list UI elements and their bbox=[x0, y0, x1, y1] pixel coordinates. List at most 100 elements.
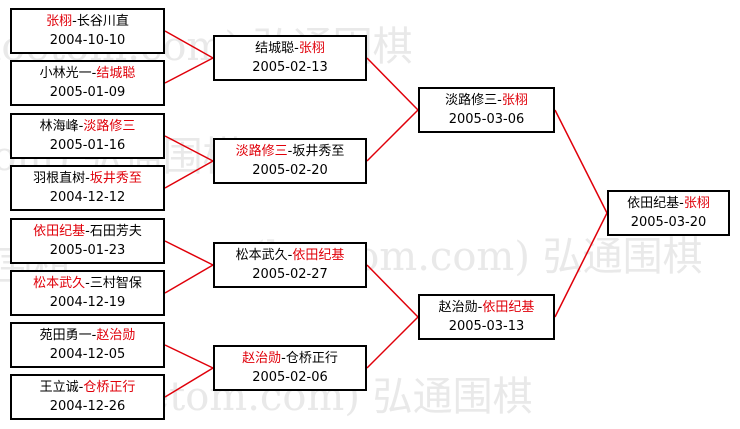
player-one: 赵治勋 bbox=[438, 300, 478, 315]
player-two: 张栩 bbox=[683, 196, 710, 211]
match-box-r1-8: 王立诚-仓桥正行 2004-12-26 bbox=[10, 374, 165, 420]
connector-line-r1-4 bbox=[164, 160, 214, 189]
player-separator: - bbox=[91, 328, 97, 343]
player-separator: - bbox=[91, 66, 97, 81]
match-players: 羽根直树-坂井秀至 bbox=[33, 169, 142, 188]
match-players: 张栩-长谷川直 bbox=[46, 12, 129, 31]
player-two: 赵治勋 bbox=[96, 328, 136, 343]
player-one: 林海峰 bbox=[39, 119, 79, 134]
player-separator: - bbox=[287, 248, 293, 263]
match-players: 松本武久-依田纪基 bbox=[236, 246, 345, 265]
player-separator: - bbox=[85, 224, 90, 239]
player-one: 小林光一 bbox=[39, 66, 92, 81]
match-players: 松本武久-三村智保 bbox=[33, 274, 142, 293]
connector-line-r1-2 bbox=[164, 57, 214, 84]
player-two: 仓桥正行 bbox=[83, 380, 136, 395]
match-players: 小林光一-结城聪 bbox=[40, 64, 136, 83]
player-separator: - bbox=[287, 144, 293, 159]
match-date: 2005-02-27 bbox=[252, 267, 328, 282]
connector-line-r1-7 bbox=[164, 344, 214, 369]
match-box-r2-1: 结城聪-张栩 2005-02-13 bbox=[213, 35, 367, 81]
match-box-r1-1: 张栩-长谷川直 2004-10-10 bbox=[10, 8, 165, 54]
player-one: 松本武久 bbox=[235, 248, 288, 263]
player-two: 淡路修三 bbox=[83, 119, 136, 134]
match-box-r1-3: 林海峰-淡路修三 2005-01-16 bbox=[10, 113, 165, 159]
match-date: 2005-01-23 bbox=[49, 243, 126, 258]
match-players: 结城聪-张栩 bbox=[255, 39, 325, 58]
player-separator: - bbox=[78, 119, 84, 134]
connector-line-r2-2 bbox=[366, 109, 419, 162]
match-box-r2-2: 淡路修三-坂井秀至 2005-02-20 bbox=[213, 138, 367, 184]
player-two: 依田纪基 bbox=[292, 248, 345, 263]
player-one: 依田纪基 bbox=[627, 196, 680, 211]
player-separator: - bbox=[294, 41, 299, 56]
match-date: 2005-03-20 bbox=[630, 215, 707, 230]
match-players: 依田纪基-张栩 bbox=[627, 194, 710, 213]
match-date: 2005-03-13 bbox=[448, 319, 525, 334]
player-separator: - bbox=[497, 93, 502, 108]
match-date: 2004-12-26 bbox=[49, 399, 126, 414]
match-box-r3-2: 赵治勋-依田纪基 2005-03-13 bbox=[418, 294, 555, 340]
match-date: 2005-02-13 bbox=[252, 60, 328, 75]
player-separator: - bbox=[85, 171, 90, 186]
match-date: 2005-02-20 bbox=[252, 163, 328, 178]
match-box-r2-4: 赵治勋-仓桥正行 2005-02-06 bbox=[213, 345, 367, 391]
player-one: 赵治勋 bbox=[242, 351, 282, 366]
connector-line-r2-1 bbox=[366, 57, 419, 111]
match-box-final-1: 依田纪基-张栩 2005-03-20 bbox=[607, 190, 730, 236]
player-one: 羽根直树 bbox=[33, 171, 86, 186]
match-date: 2005-03-06 bbox=[448, 112, 525, 127]
match-box-r1-6: 松本武久-三村智保 2004-12-19 bbox=[10, 270, 165, 316]
player-one: 王立诚 bbox=[39, 380, 79, 395]
player-two: 仓桥正行 bbox=[285, 351, 338, 366]
match-date: 2004-10-10 bbox=[49, 33, 126, 48]
player-two: 结城聪 bbox=[96, 66, 136, 81]
player-two: 张栩 bbox=[501, 93, 528, 108]
match-players: 淡路修三-张栩 bbox=[445, 91, 528, 110]
player-two: 坂井秀至 bbox=[89, 171, 142, 186]
player-two: 依田纪基 bbox=[482, 300, 535, 315]
match-date: 2005-01-09 bbox=[49, 85, 126, 100]
match-date: 2004-12-12 bbox=[49, 190, 126, 205]
connector-line-r3-2 bbox=[554, 212, 608, 318]
match-date: 2005-02-06 bbox=[252, 370, 328, 385]
connector-line-r3-1 bbox=[554, 109, 608, 214]
match-players: 依田纪基-石田芳夫 bbox=[33, 222, 142, 241]
player-separator: - bbox=[477, 300, 483, 315]
match-players: 赵治勋-仓桥正行 bbox=[242, 349, 338, 368]
player-separator: - bbox=[679, 196, 684, 211]
match-date: 2004-12-19 bbox=[49, 295, 126, 310]
player-separator: - bbox=[72, 14, 77, 29]
connector-line-r1-8 bbox=[164, 367, 214, 398]
match-players: 淡路修三-坂井秀至 bbox=[236, 142, 345, 161]
player-two: 张栩 bbox=[298, 41, 325, 56]
player-two: 坂井秀至 bbox=[292, 144, 345, 159]
player-one: 苑田勇一 bbox=[39, 328, 92, 343]
player-two: 长谷川直 bbox=[76, 14, 129, 29]
match-box-r1-7: 苑田勇一-赵治勋 2004-12-05 bbox=[10, 322, 165, 368]
match-box-r3-1: 淡路修三-张栩 2005-03-06 bbox=[418, 87, 555, 133]
player-one: 结城聪 bbox=[255, 41, 295, 56]
match-date: 2004-12-05 bbox=[49, 347, 126, 362]
match-box-r2-3: 松本武久-依田纪基 2005-02-27 bbox=[213, 242, 367, 288]
player-separator: - bbox=[78, 380, 84, 395]
connector-line-r1-1 bbox=[164, 30, 214, 59]
match-box-r1-4: 羽根直树-坂井秀至 2004-12-12 bbox=[10, 165, 165, 211]
player-two: 三村智保 bbox=[89, 276, 142, 291]
player-separator: - bbox=[85, 276, 90, 291]
match-date: 2005-01-16 bbox=[49, 138, 126, 153]
connector-line-r2-4 bbox=[366, 316, 419, 369]
connector-line-r1-6 bbox=[164, 264, 214, 294]
match-box-r1-2: 小林光一-结城聪 2005-01-09 bbox=[10, 60, 165, 106]
match-box-r1-5: 依田纪基-石田芳夫 2005-01-23 bbox=[10, 218, 165, 264]
player-one: 依田纪基 bbox=[33, 224, 86, 239]
match-players: 林海峰-淡路修三 bbox=[40, 117, 136, 136]
connector-line-r1-3 bbox=[164, 135, 214, 162]
player-two: 石田芳夫 bbox=[89, 224, 142, 239]
player-one: 淡路修三 bbox=[235, 144, 288, 159]
player-one: 张栩 bbox=[46, 14, 73, 29]
player-one: 松本武久 bbox=[33, 276, 86, 291]
match-players: 王立诚-仓桥正行 bbox=[40, 378, 136, 397]
player-one: 淡路修三 bbox=[445, 93, 498, 108]
